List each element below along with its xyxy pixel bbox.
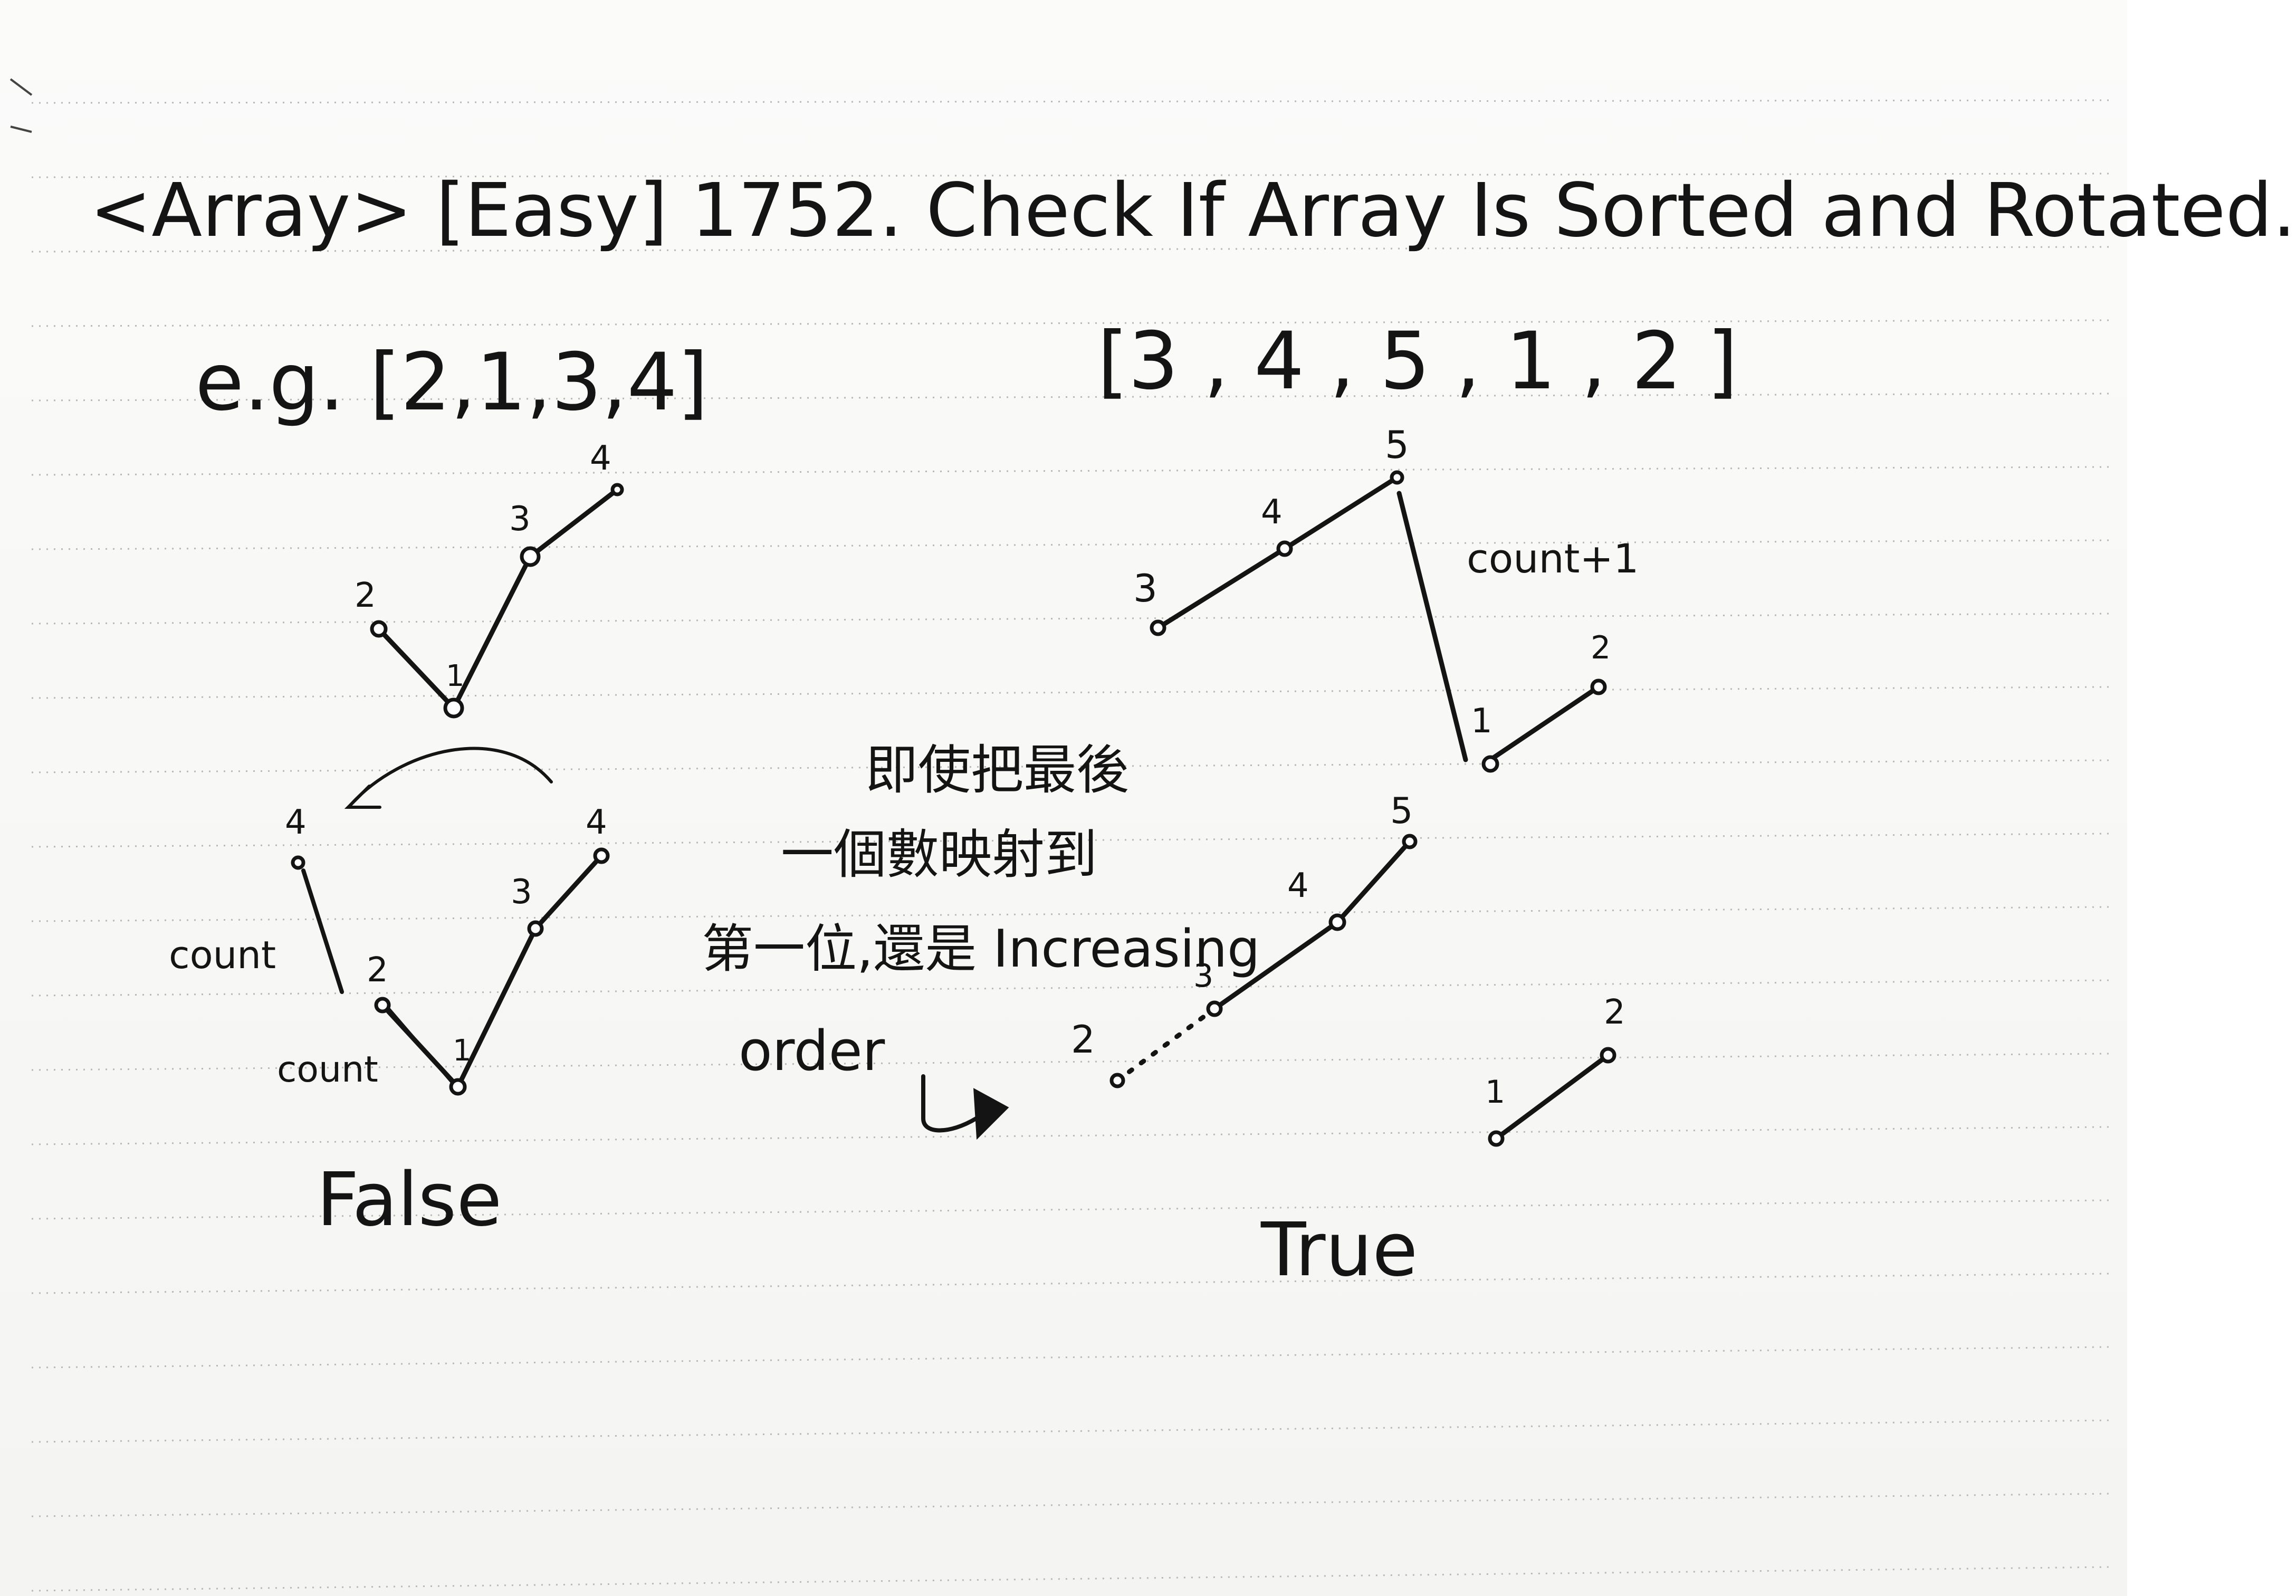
page-title: <Array> [Easy] 1752. Check If Array Is S… xyxy=(90,168,2296,254)
node xyxy=(1150,619,1166,636)
node-label: 3 xyxy=(1193,958,1213,995)
ruled-lines xyxy=(9,78,2111,1592)
node-label: 4 xyxy=(590,439,611,478)
rotate-arrow xyxy=(349,747,553,806)
node xyxy=(610,483,624,496)
node xyxy=(1276,540,1293,557)
node xyxy=(1481,755,1499,773)
node-label: 4 xyxy=(1287,866,1309,905)
node-label: 1 xyxy=(1471,702,1493,741)
result-false: False xyxy=(317,1157,502,1243)
count-note: count+1 xyxy=(1467,535,1639,582)
node xyxy=(1109,1073,1125,1088)
node xyxy=(291,855,305,870)
note-line-2: 一個數映射到 xyxy=(781,824,1097,885)
example-false-label: e.g. [2,1,3,4] xyxy=(195,337,709,428)
rotate-arrow-head xyxy=(344,785,381,809)
node xyxy=(1206,1000,1223,1017)
true-bottom-polyline-2 xyxy=(1494,1053,1611,1141)
node xyxy=(449,1078,467,1096)
node xyxy=(593,847,610,864)
node-label: 4 xyxy=(586,803,607,842)
node-label: 4 xyxy=(1261,493,1283,532)
node-label: 2 xyxy=(1604,993,1625,1032)
node xyxy=(1328,913,1346,931)
node-label: 5 xyxy=(1390,790,1413,832)
count-lower-label: count xyxy=(277,1049,378,1091)
node xyxy=(520,546,541,567)
note-line-3: 第一位,還是 Increasing xyxy=(702,919,1260,979)
node xyxy=(1488,1130,1505,1147)
node xyxy=(374,997,391,1014)
node-label: 5 xyxy=(1385,423,1409,467)
node xyxy=(527,920,544,937)
node-label: 1 xyxy=(446,659,465,693)
false-top-polyline xyxy=(376,487,620,712)
node-label: 3 xyxy=(511,873,532,912)
node-label: 2 xyxy=(1071,1017,1095,1062)
node-label: 3 xyxy=(509,500,531,539)
order-arrow xyxy=(921,1074,978,1133)
node xyxy=(1600,1047,1616,1064)
count-upper-label: count xyxy=(169,933,276,977)
node-label: 4 xyxy=(285,803,307,842)
false-bottom-polyline xyxy=(380,853,604,1091)
node-label: 2 xyxy=(355,576,376,615)
order-arrow-head xyxy=(973,1088,1009,1140)
true-drop-line xyxy=(1396,491,1468,762)
node xyxy=(370,620,388,638)
example-true-label: [3 , 4 , 5 , 1 , 2 ] xyxy=(1097,316,1738,407)
result-true: True xyxy=(1261,1207,1418,1293)
true-dotted-link xyxy=(1115,1006,1217,1083)
node-label: 1 xyxy=(453,1034,472,1068)
node-label: 2 xyxy=(1591,629,1611,666)
note-line-1: 即使把最後 xyxy=(865,739,1129,801)
true-top-polyline-2 xyxy=(1488,684,1601,762)
node xyxy=(1590,678,1607,695)
node-label: 2 xyxy=(367,951,388,990)
node-label: 3 xyxy=(1133,566,1157,610)
false-drop-line xyxy=(301,868,344,994)
node xyxy=(1390,470,1404,485)
node-label: 1 xyxy=(1485,1074,1505,1111)
diagram-layer: 2 1 3 4 4 2 1 3 4 count count 3 4 5 1 2 … xyxy=(169,423,1639,1147)
note-line-4: order xyxy=(739,1019,885,1083)
node xyxy=(1402,834,1418,849)
node xyxy=(443,697,464,719)
